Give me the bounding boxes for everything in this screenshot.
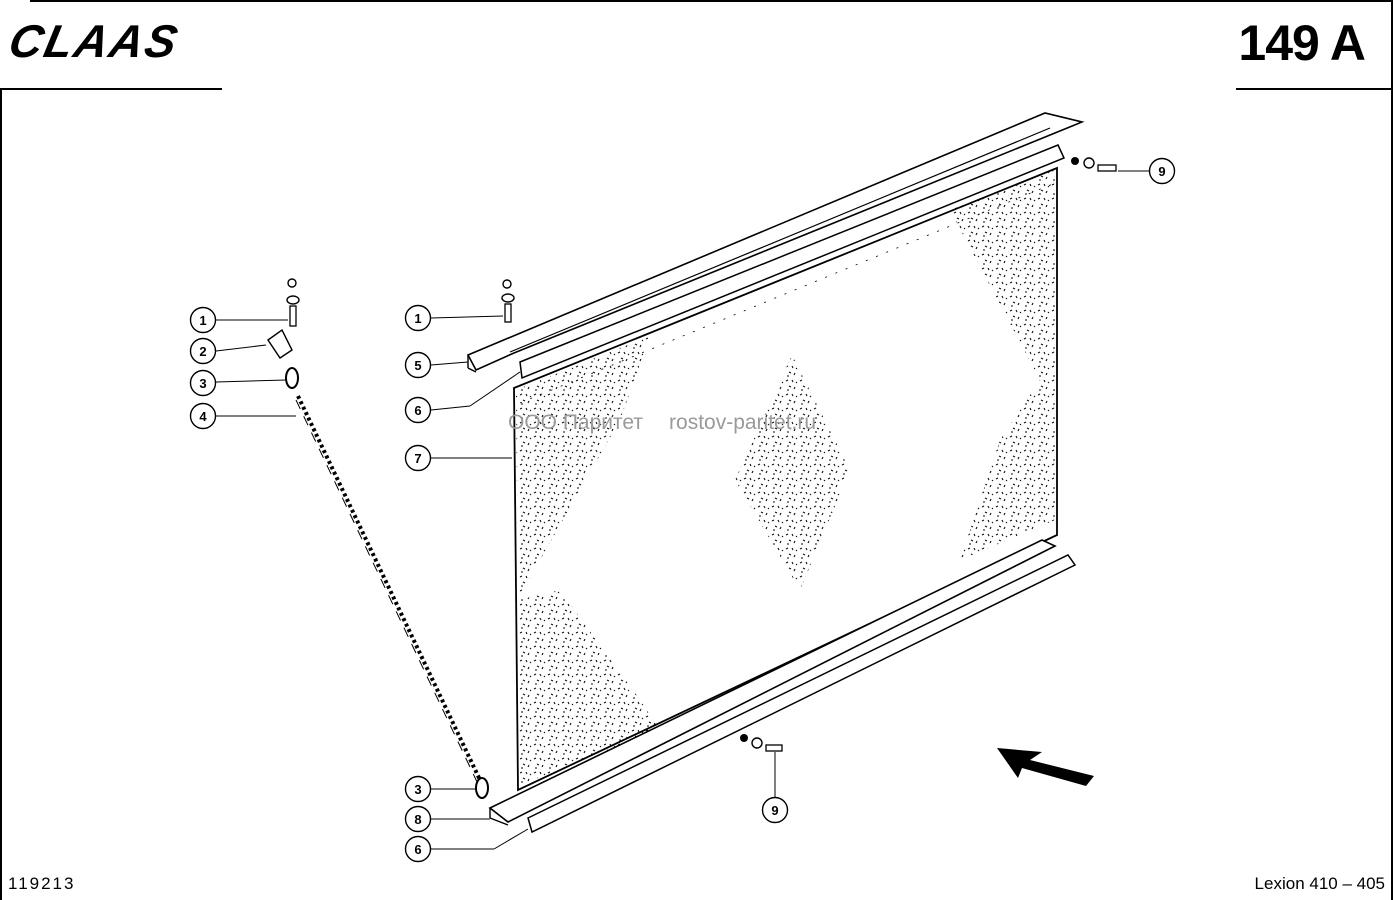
frame-right-border <box>1391 0 1393 900</box>
callout-3-bottom: 3 <box>414 782 421 797</box>
callout-1-left: 1 <box>199 313 206 328</box>
callout-leaders <box>215 170 1149 850</box>
direction-arrow-icon <box>997 748 1094 786</box>
lower-clamp-strip <box>527 554 1077 834</box>
callout-4-left: 4 <box>199 409 207 424</box>
screen-mesh-panel <box>513 166 1058 792</box>
frame-top-border <box>30 0 1393 2</box>
top-right-bolt-set <box>1071 157 1117 172</box>
callout-8-bottom: 8 <box>414 812 421 827</box>
callout-9-bottom: 9 <box>771 803 778 818</box>
top-angle-rail <box>466 112 1085 373</box>
model-label: Lexion 410 – 405 <box>1254 874 1385 893</box>
callout-circles <box>189 157 1176 863</box>
callout-2-left: 2 <box>199 344 206 359</box>
frame-left-border <box>0 89 2 900</box>
document-number: 119213 <box>8 874 76 893</box>
middle-bracket-hardware <box>501 279 515 323</box>
bottom-chain-hook <box>475 777 489 799</box>
callout-1-middle: 1 <box>414 311 421 326</box>
upper-clamp-strip <box>519 144 1066 380</box>
callout-7-middle: 7 <box>414 451 421 466</box>
watermark: ООО Паритет rostov-paritet.ru <box>508 411 816 435</box>
callout-6-bottom: 6 <box>414 842 421 857</box>
bottom-bolt-set <box>740 734 783 752</box>
watermark-site: rostov-paritet.ru <box>669 411 817 434</box>
callout-3-left: 3 <box>199 376 206 391</box>
callout-5-middle: 5 <box>414 358 421 373</box>
bottom-channel-rail <box>488 539 1057 826</box>
page-number: 149 A <box>1238 15 1366 71</box>
page-number-underline <box>1236 88 1393 90</box>
callout-9-right: 9 <box>1158 164 1165 179</box>
support-chain <box>295 395 482 785</box>
left-bracket-hardware <box>267 278 300 389</box>
callout-6-middle: 6 <box>414 403 421 418</box>
watermark-company: ООО Паритет <box>508 411 644 434</box>
logo-underline <box>0 88 222 90</box>
